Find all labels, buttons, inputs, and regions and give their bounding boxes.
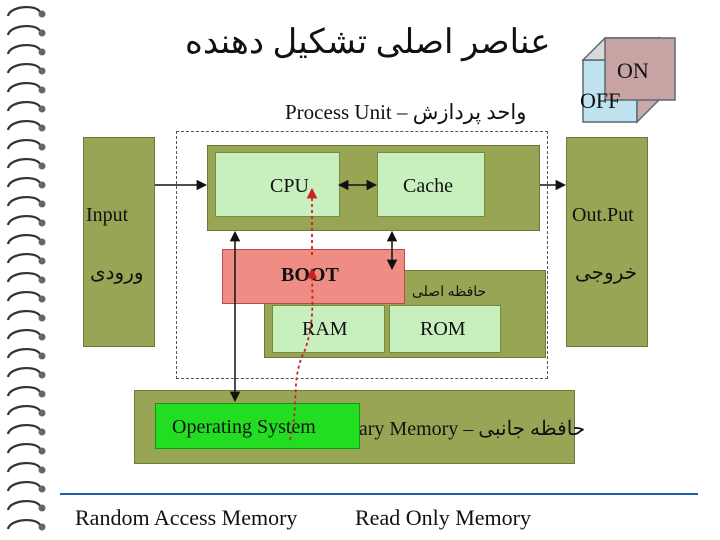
binding-hole [38,390,46,398]
binding-hole [38,238,46,246]
power-switch[interactable] [575,30,685,130]
binding-ring [6,101,41,112]
binding-hole [38,200,46,208]
ram-box [272,305,385,353]
switch-off-label: OFF [580,88,621,113]
binding-ring [6,253,41,264]
binding-ring [6,158,41,169]
binding-ring [6,329,41,340]
binding-ring [6,25,41,36]
binding-hole [38,504,46,512]
process-unit-boundary [176,131,548,379]
cache-label: Cache [403,175,453,197]
output-block [566,137,648,347]
binding-hole [38,428,46,436]
binding-ring [6,6,41,17]
process-unit-label: Process Unit – واحد پردازش [285,100,527,124]
binding-ring [6,139,41,150]
input-label: Input [86,204,129,226]
binding-hole [38,371,46,379]
binding-hole [38,124,46,132]
binding-ring [6,519,41,530]
binding-hole [38,181,46,189]
binding-ring [6,481,41,492]
binding-hole [38,276,46,284]
footer-rule [60,493,698,495]
output-label: Out.Put [572,204,634,226]
binding-hole [38,162,46,170]
main-memory-label: حافظه اصلی [412,285,487,300]
cache-box [377,152,485,217]
binding-hole [38,523,46,531]
os-label: Operating System [172,416,316,438]
binding-hole [38,333,46,341]
input-label-fa: ورودی [90,262,144,284]
cpu-box [215,152,340,217]
binding-ring [6,177,41,188]
rom-full-name: Read Only Memory [355,505,531,530]
binding-hole [38,409,46,417]
os-box [155,403,360,449]
binding-ring [6,234,41,245]
binding-ring [6,310,41,321]
binding-ring [6,44,41,55]
rom-box [389,305,501,353]
binding-ring [6,348,41,359]
page-title: عناصر اصلی تشکیل دهنده [185,24,551,61]
binding-hole [38,29,46,37]
binding-hole [38,48,46,56]
binding-hole [38,105,46,113]
binding-hole [38,466,46,474]
binding-ring [6,120,41,131]
binding-ring [6,82,41,93]
binding-ring [6,367,41,378]
rom-label: ROM [420,318,466,340]
binding-hole [38,67,46,75]
binding-hole [38,314,46,322]
ram-label: RAM [302,318,348,340]
binding-ring [6,424,41,435]
ram-full-name: Random Access Memory [75,505,298,530]
switch-on-label: ON [617,58,649,83]
binding-ring [6,405,41,416]
cpu-label: CPU [270,175,309,197]
spiral-binding [6,6,46,531]
binding-ring [6,386,41,397]
binding-hole [38,485,46,493]
binding-ring [6,462,41,473]
binding-hole [38,447,46,455]
binding-hole [38,219,46,227]
binding-ring [6,443,41,454]
output-label-fa: خروجی [575,262,638,284]
input-block [83,137,155,347]
binding-hole [38,295,46,303]
binding-ring [6,196,41,207]
binding-ring [6,215,41,226]
binding-hole [38,352,46,360]
binding-hole [38,10,46,18]
binding-ring [6,291,41,302]
binding-hole [38,257,46,265]
binding-ring [6,500,41,511]
binding-ring [6,272,41,283]
binding-hole [38,86,46,94]
binding-hole [38,143,46,151]
binding-ring [6,63,41,74]
